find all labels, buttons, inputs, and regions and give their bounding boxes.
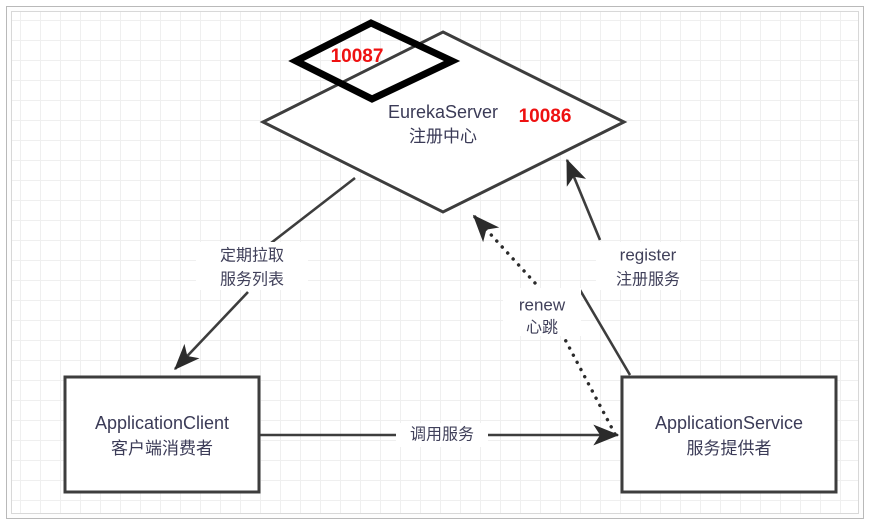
edge-renew-label: renew 心跳 <box>503 288 581 337</box>
edge-renew-label-line2: 心跳 <box>526 318 558 337</box>
application-service-name: ApplicationService <box>655 413 803 433</box>
edge-pull-label-line1: 定期拉取 <box>220 246 284 265</box>
application-service-subtitle: 服务提供者 <box>687 439 772 459</box>
edge-register-label-line2: 注册服务 <box>616 270 680 289</box>
edge-renew-label-line1: renew <box>519 295 566 314</box>
edge-pull <box>174 176 356 370</box>
eureka-server-port-10086: 10086 <box>519 106 572 127</box>
edge-pull-label: 定期拉取 服务列表 <box>196 242 308 290</box>
edge-renew <box>472 214 617 436</box>
edge-register-label-line1: register <box>620 245 677 264</box>
node-eureka-server-peer[interactable]: 10087 <box>288 19 461 103</box>
edge-pull-label-line2: 服务列表 <box>220 270 284 289</box>
node-application-service[interactable]: ApplicationService 服务提供者 <box>620 375 838 494</box>
eureka-server-peer-port-10087: 10087 <box>331 46 384 67</box>
application-client-name: ApplicationClient <box>95 413 229 433</box>
eureka-server-name: EurekaServer <box>388 102 498 122</box>
edge-invoke-label: 调用服务 <box>396 423 488 447</box>
edge-invoke-label: 调用服务 <box>410 425 474 444</box>
node-application-client[interactable]: ApplicationClient 客户端消费者 <box>63 375 261 494</box>
node-eureka-server[interactable]: EurekaServer 注册中心 <box>259 30 628 214</box>
eureka-server-subtitle: 注册中心 <box>409 127 477 147</box>
application-client-subtitle: 客户端消费者 <box>111 439 213 459</box>
edge-register <box>565 158 632 376</box>
edge-register-label: register 注册服务 <box>596 242 700 290</box>
